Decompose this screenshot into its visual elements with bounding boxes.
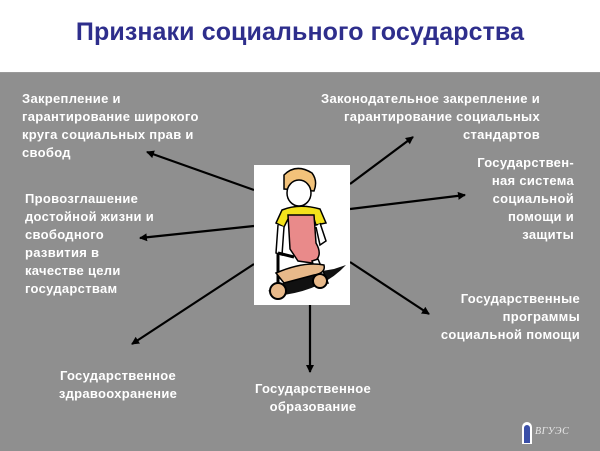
feature-programs: Государственные программы социальной пом… — [440, 291, 580, 342]
feature-rights: Закрепление и гарантирование широкого кр… — [22, 91, 199, 160]
feature-healthcare: Государственное здравоохранение — [58, 368, 178, 401]
arrow-to-programs — [349, 261, 430, 315]
logo-figure-icon — [524, 425, 530, 443]
arrow-to-decent-life — [139, 224, 255, 242]
feature-social-system: Государствен- ная система социальной пом… — [477, 155, 574, 242]
child-scooter-icon — [268, 167, 346, 300]
child-scooter-illustration — [254, 165, 350, 305]
logo-text: ВГУЭС — [535, 426, 570, 437]
university-logo: ВГУЭС — [522, 420, 582, 446]
arrow-to-healthcare — [131, 263, 255, 345]
arrow-to-rights — [146, 150, 255, 192]
slide-header: Признаки социального государства — [0, 0, 600, 72]
slide-title: Признаки социального государства — [75, 18, 525, 46]
feature-standards: Законодательное закрепление и гарантиров… — [321, 91, 540, 142]
feature-education: Государственное образование — [254, 381, 372, 414]
feature-decent-life: Провозглашение достойной жизни и свободн… — [25, 191, 154, 296]
arrow-to-social-system — [349, 191, 466, 211]
arrow-to-standards — [349, 136, 414, 185]
